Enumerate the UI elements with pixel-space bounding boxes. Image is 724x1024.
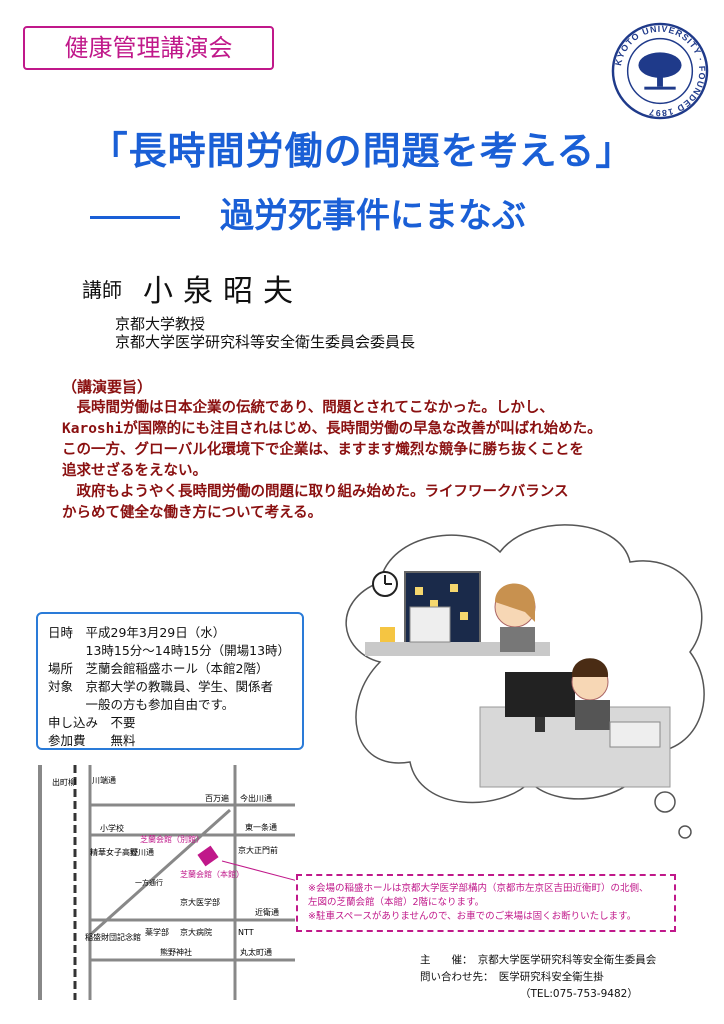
lecturer-affiliation: 京都大学教授 — [115, 315, 206, 333]
map-label: 京大正門前 — [238, 845, 278, 855]
summary-line: この一方、グローバル化環境下で企業は、ますます熾烈な競争に勝ち抜くことを — [62, 442, 584, 458]
map-label: 近衛通 — [255, 907, 279, 917]
footer-contact: 主 催： 京都大学医学研究科等安全衛生委員会 問い合わせ先： 医学研究科安全衛生… — [420, 952, 656, 1003]
subtitle-dash — [90, 216, 180, 219]
notice-line: 左図の芝蘭会館（本館）2階になります。 — [308, 897, 485, 908]
info-row: 対象 京都大学の教職員、学生、関係者 — [48, 679, 274, 694]
subtitle: 過労死事件にまなぶ — [90, 188, 526, 237]
map-label: 一方通行 — [135, 878, 163, 887]
map-label: 出町柳 — [52, 777, 76, 787]
info-row: 13時15分～14時15分（開場13時） — [48, 643, 291, 658]
map-label: 芝蘭会館（別館） — [140, 834, 204, 844]
summary-line: からめて健全な働き方について考える。 — [62, 505, 323, 521]
map-label: 熊野神社 — [160, 947, 192, 957]
map-label: 今出川通 — [240, 793, 272, 803]
subtitle-text: 過労死事件にまなぶ — [220, 196, 526, 236]
summary-line: 追求せざるをえない。 — [62, 463, 207, 479]
contact-line: 問い合わせ先： 医学研究科安全衛生掛 — [420, 971, 604, 983]
lecturer-label: 講師 — [82, 278, 122, 302]
info-row: 申し込み 不要 — [48, 715, 136, 730]
summary-line: Karoshiが国際的にも注目されはじめ、長時間労働の早急な改善が叫ばれ始めた。 — [62, 421, 602, 437]
map-label: 東一条通 — [245, 822, 277, 832]
map-label: 精華女子高校 — [90, 847, 138, 857]
summary-line: 長時間労働は日本企業の伝統であり、問題とされてこなかった。しかし、 — [62, 400, 554, 416]
phone-line: （TEL:075-753-9482） — [520, 988, 638, 1000]
venue-notice: ※会場の稲盛ホールは京都大学医学部構内（京都市左京区吉田近衛町）の北側、 左図の… — [296, 874, 676, 932]
map-label: 芝蘭会館（本館） — [180, 869, 244, 879]
map-label: 丸太町通 — [240, 947, 272, 957]
event-info-box: 日時 平成29年3月29日（水） 13時15分～14時15分（開場13時） 場所… — [36, 612, 304, 750]
map-label: 野川通 — [130, 847, 154, 857]
kyoto-university-seal-logo: KYOTO UNIVERSITY · FOUNDED 1897 — [611, 22, 709, 120]
host-line: 主 催： 京都大学医学研究科等安全衛生委員会 — [420, 954, 657, 966]
info-row: 参加費 無料 — [48, 733, 136, 748]
map-label: 薬学部 — [145, 927, 169, 937]
summary-text: 長時間労働は日本企業の伝統であり、問題とされてこなかった。しかし、 Karosh… — [62, 398, 682, 524]
summary-line: 政府もようやく長時間労働の問題に取り組み始めた。ライフワークバランス — [62, 484, 569, 500]
venue-map: 出町柳 川端通 百万遍 今出川通 東一条通 小学校 精華女子高校 野川通 芝蘭会… — [30, 765, 295, 1000]
lecturer-name: 小泉昭夫 — [143, 274, 303, 309]
notice-line: ※会場の稲盛ホールは京都大学医学部構内（京都市左京区吉田近衛町）の北側、 — [308, 883, 649, 894]
clock-icon — [372, 571, 398, 597]
notice-line: ※駐車スペースがありませんので、お車でのご来場は固くお断りいたします。 — [308, 911, 637, 922]
map-label: 百万遍 — [205, 793, 229, 803]
map-label: 京大医学部 — [180, 897, 220, 907]
map-label: 京大病院 — [180, 927, 212, 937]
map-label: 川端通 — [92, 775, 116, 785]
info-row: 場所 芝蘭会館稲盛ホール（本館2階） — [48, 661, 269, 676]
lecturer-affiliation: 京都大学医学研究科等安全衛生委員会委員長 — [115, 333, 416, 351]
map-label: 小学校 — [100, 823, 124, 833]
overwork-illustration — [345, 524, 705, 839]
map-label: NTT — [238, 928, 254, 937]
event-type-badge: 健康管理講演会 — [23, 26, 274, 70]
summary-heading: （講演要旨） — [62, 378, 153, 396]
info-row: 日時 平成29年3月29日（水） — [48, 625, 226, 640]
map-label: 稲盛財団記念館 — [85, 932, 141, 942]
info-row: 一般の方も参加自由です。 — [48, 697, 235, 712]
main-title: 「長時間労働の問題を考える」 — [89, 129, 635, 173]
